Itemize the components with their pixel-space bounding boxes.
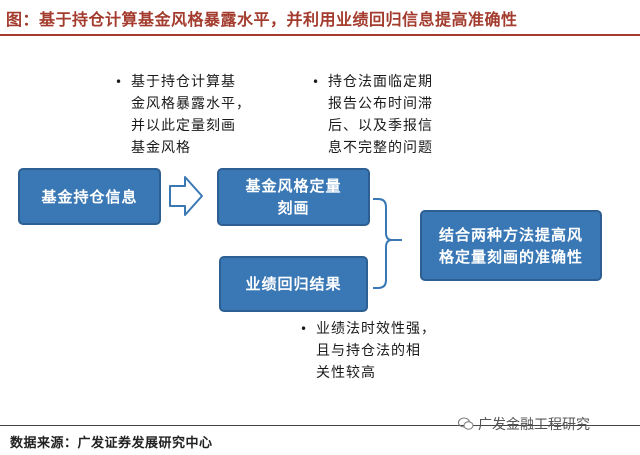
box-label: 业绩回归结果: [245, 275, 342, 293]
bullet-marker: •: [115, 75, 124, 89]
box-style-quantification: 基金风格定量 刻画: [217, 168, 370, 226]
title-divider: [0, 34, 640, 36]
bullet-line: 息不完整的问题: [328, 140, 433, 156]
bullet-line: 金风格暴露水平，: [131, 96, 251, 112]
bullet-holdings-limitation: • 持仓法面临定期 报告公布时间滞 后、以及季报信 息不完整的问题: [312, 71, 433, 159]
bullet-line: 后、以及季报信: [328, 118, 433, 134]
box-label: 刻画: [277, 199, 310, 217]
bullet-line: 且与持仓法的相: [316, 343, 421, 359]
wechat-icon: [458, 417, 474, 430]
watermark-text: 广发金融工程研究: [478, 417, 590, 433]
bullet-marker: •: [312, 75, 321, 89]
brace-connector: [373, 198, 393, 289]
bullet-line: 报告公布时间滞: [328, 96, 433, 112]
box-combined-methods: 结合两种方法提高风 格定量刻画的准确性: [420, 210, 602, 281]
box-performance-regression: 业绩回归结果: [219, 256, 368, 312]
bullet-marker: •: [300, 322, 309, 336]
bullet-line: 并以此定量刻画: [131, 118, 236, 134]
box-label: 格定量刻画的准确性: [438, 247, 583, 266]
figure-title: 图：基于持仓计算基金风格暴露水平，并利用业绩回归信息提高准确性: [6, 10, 518, 29]
bullet-performance-method: • 业绩法时效性强， 且与持仓法的相 关性较高: [300, 318, 436, 384]
watermark: 广发金融工程研究: [458, 414, 590, 434]
box-label: 结合两种方法提高风: [438, 225, 583, 244]
box-label: 基金持仓信息: [41, 187, 138, 206]
box-holdings-info: 基金持仓信息: [18, 168, 161, 225]
footer-divider: [0, 425, 640, 426]
bullet-line: 业绩法时效性强，: [316, 321, 436, 337]
source-note: 数据来源：广发证券发展研究中心: [10, 436, 213, 451]
bullet-holdings-method: • 基于持仓计算基 金风格暴露水平， 并以此定量刻画 基金风格: [115, 71, 251, 159]
box-label: 基金风格定量: [245, 177, 342, 195]
bullet-line: 持仓法面临定期: [328, 74, 433, 90]
hollow-arrow-icon: [169, 176, 203, 216]
bullet-line: 基金风格: [131, 140, 191, 156]
bullet-line: 关性较高: [316, 365, 376, 381]
bullet-line: 基于持仓计算基: [131, 74, 236, 90]
